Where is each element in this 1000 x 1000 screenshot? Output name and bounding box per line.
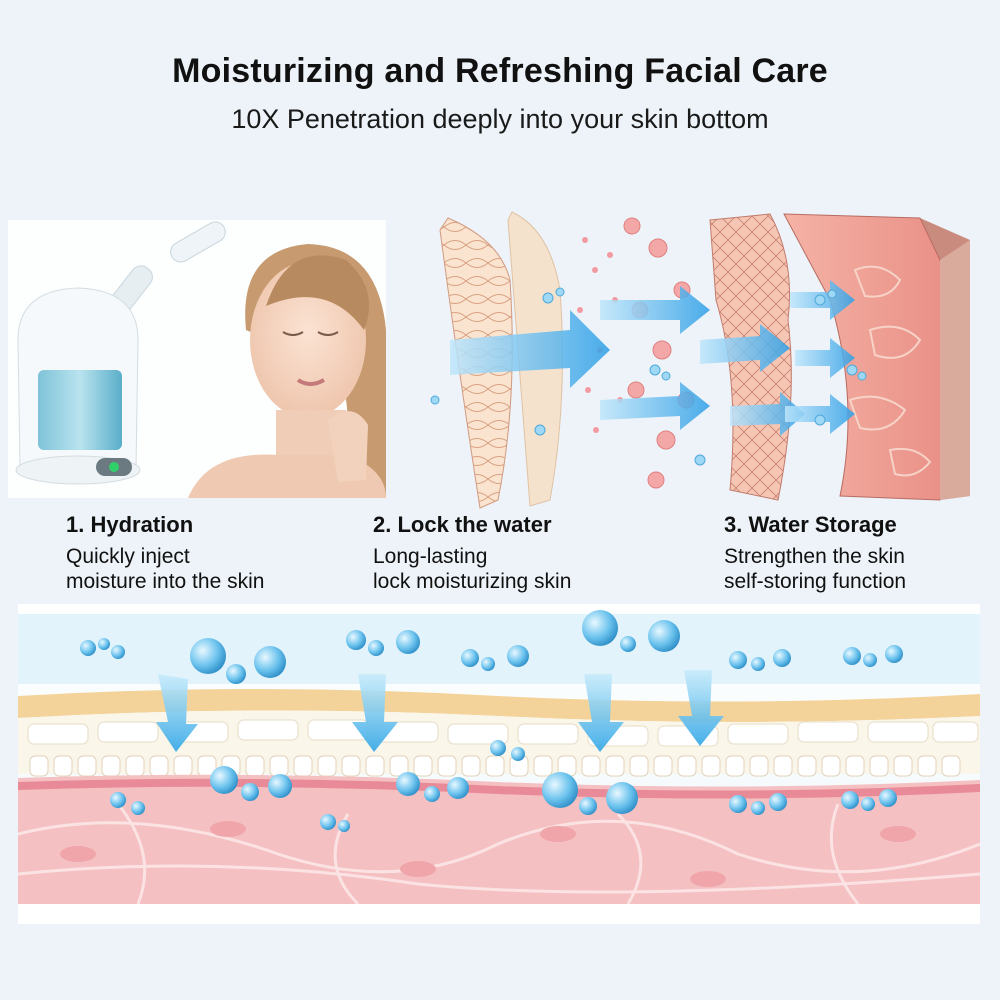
step-line: moisture into the skin	[66, 570, 265, 593]
step-line: Strengthen the skin	[724, 545, 905, 568]
step-line: Long-lasting	[373, 545, 488, 568]
step-line: Quickly inject	[66, 545, 190, 568]
facial-steamer-icon	[15, 221, 226, 485]
woman-face-icon	[188, 244, 386, 498]
step-line: self-storing function	[724, 570, 907, 593]
step-line: lock moisturizing skin	[373, 570, 572, 593]
step-title: 1. Hydration	[66, 512, 194, 537]
skin-cross-section-illustration	[17, 604, 981, 924]
skin-cross-section-icon	[17, 604, 981, 924]
water-droplets	[430, 287, 867, 466]
step-title: 2. Lock the water	[373, 512, 552, 537]
step-title: 3. Water Storage	[724, 512, 897, 537]
step-lock-water: 2. Lock the water Long-lasting lock mois…	[373, 512, 571, 594]
page-title: Moisturizing and Refreshing Facial Care	[172, 52, 828, 90]
down-arrows	[156, 670, 724, 752]
step-hydration: 1. Hydration Quickly inject moisture int…	[66, 512, 264, 594]
water-molecules	[80, 610, 903, 832]
step-water-storage: 3. Water Storage Strengthen the skin sel…	[724, 512, 906, 594]
skin-layers-diagram	[400, 200, 990, 510]
page-subtitle: 10X Penetration deeply into your skin bo…	[231, 104, 769, 134]
product-photo	[8, 220, 386, 498]
